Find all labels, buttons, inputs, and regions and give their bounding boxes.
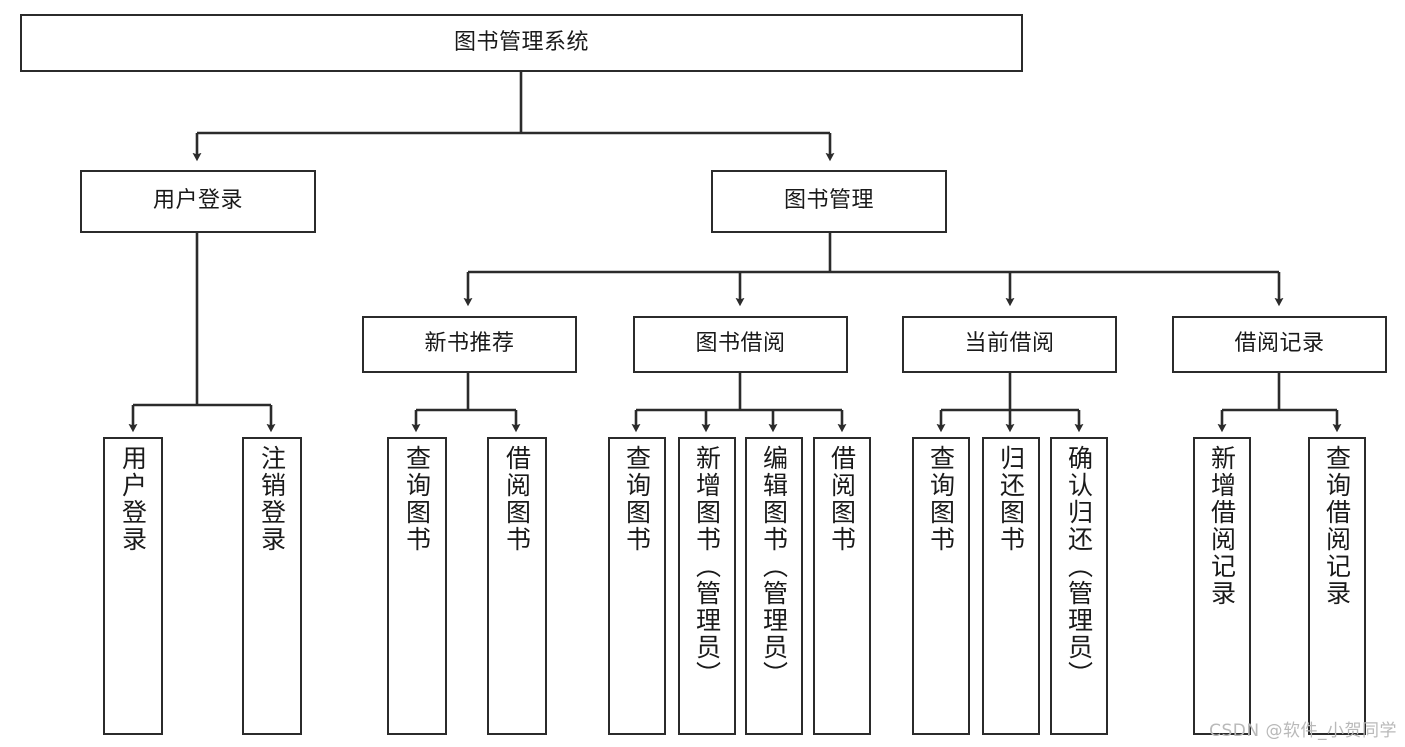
node-user-login[interactable]: 用户登录 [80,170,316,233]
node-leaf-confirm-return-admin-label: 确认归还（管理员） [1064,445,1094,688]
node-leaf-return-book[interactable]: 归还图书 [982,437,1040,735]
node-current-borrow-label: 当前借阅 [964,331,1055,357]
node-current-borrow[interactable]: 当前借阅 [902,316,1117,373]
node-root-label: 图书管理系统 [453,29,589,55]
node-leaf-logout[interactable]: 注销登录 [242,437,302,735]
node-leaf-borrow-book-new[interactable]: 借阅图书 [487,437,547,735]
node-leaf-borrow-book[interactable]: 借阅图书 [813,437,871,735]
node-leaf-user-login-label: 用户登录 [118,445,148,553]
node-leaf-borrow-book-label: 借阅图书 [827,445,857,553]
node-leaf-query-book-current[interactable]: 查询图书 [912,437,970,735]
node-leaf-borrow-book-new-label: 借阅图书 [502,445,532,553]
node-borrow-records[interactable]: 借阅记录 [1172,316,1387,373]
node-leaf-query-book-borrow-label: 查询图书 [622,445,652,553]
node-leaf-add-borrow-record[interactable]: 新增借阅记录 [1193,437,1251,735]
node-book-management-label: 图书管理 [783,188,874,214]
csdn-watermark: CSDN @软件_小贺同学 [1209,721,1397,741]
node-user-login-label: 用户登录 [152,188,243,214]
node-book-borrow-label: 图书借阅 [695,331,786,357]
node-leaf-confirm-return-admin[interactable]: 确认归还（管理员） [1050,437,1108,735]
node-leaf-add-book-admin-label: 新增图书（管理员） [692,445,722,688]
node-leaf-query-borrow-record[interactable]: 查询借阅记录 [1308,437,1366,735]
node-book-borrow[interactable]: 图书借阅 [633,316,848,373]
node-borrow-records-label: 借阅记录 [1234,331,1325,357]
node-leaf-query-book-new-label: 查询图书 [402,445,432,553]
node-new-book-recommend-label: 新书推荐 [424,331,515,357]
node-leaf-edit-book-admin[interactable]: 编辑图书（管理员） [745,437,803,735]
node-leaf-add-book-admin[interactable]: 新增图书（管理员） [678,437,736,735]
node-leaf-logout-label: 注销登录 [257,445,287,553]
node-leaf-query-book-new[interactable]: 查询图书 [387,437,447,735]
node-new-book-recommend[interactable]: 新书推荐 [362,316,577,373]
node-leaf-query-borrow-record-label: 查询借阅记录 [1322,445,1352,607]
node-leaf-query-book-current-label: 查询图书 [926,445,956,553]
node-leaf-add-borrow-record-label: 新增借阅记录 [1207,445,1237,607]
node-leaf-query-book-borrow[interactable]: 查询图书 [608,437,666,735]
node-leaf-edit-book-admin-label: 编辑图书（管理员） [759,445,789,688]
node-book-management[interactable]: 图书管理 [711,170,947,233]
node-root[interactable]: 图书管理系统 [20,14,1023,72]
node-leaf-user-login[interactable]: 用户登录 [103,437,163,735]
node-leaf-return-book-label: 归还图书 [996,445,1026,553]
